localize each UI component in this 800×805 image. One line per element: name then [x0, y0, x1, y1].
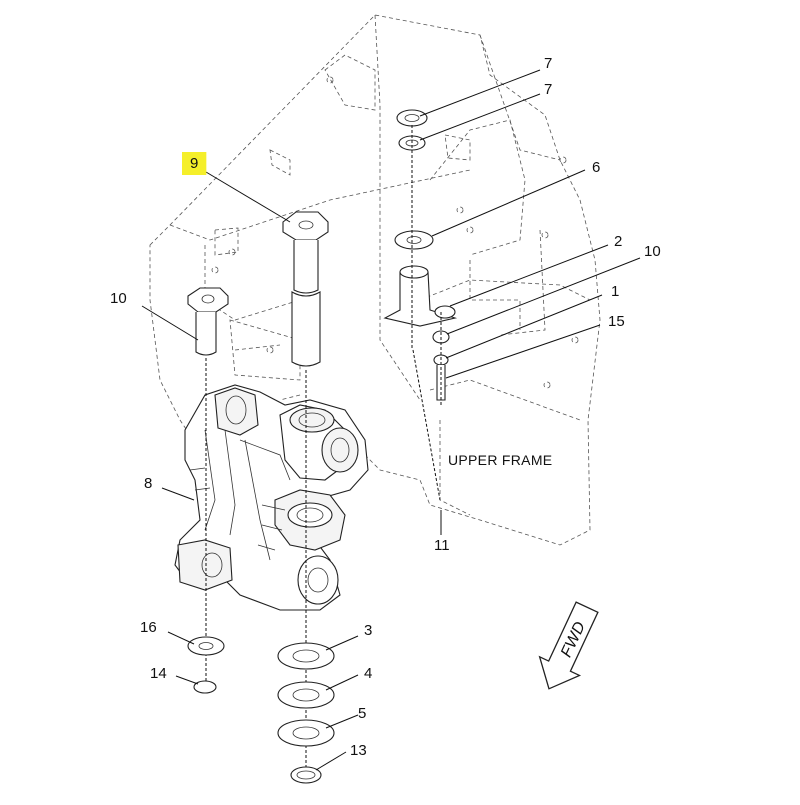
callout-highlight	[182, 152, 207, 175]
callout-12: 11	[434, 537, 450, 554]
callout-10: 10	[110, 290, 127, 307]
callout-labels: 7 7 6 2 10 1 15 9 10 8 11 16 14 3 4 5 13	[110, 55, 661, 759]
right-pin-stack	[383, 109, 458, 501]
callout-1: 1	[611, 283, 619, 300]
forward-direction-arrow: FWD	[538, 601, 599, 690]
pin-10	[187, 287, 229, 690]
callout-4: 4	[364, 665, 372, 682]
callout-5: 5	[358, 705, 366, 722]
pin-9	[282, 211, 329, 780]
callout-9: 9	[190, 155, 198, 172]
swing-bracket	[174, 384, 369, 611]
callout-6: 6	[592, 159, 600, 176]
callout-11: 10	[644, 243, 661, 260]
callout-14: 14	[150, 665, 167, 682]
upper-frame-label: UPPER FRAME	[448, 452, 552, 468]
callout-2: 2	[614, 233, 622, 250]
callout-highlight-layer	[182, 152, 207, 175]
callout-13: 13	[350, 742, 367, 759]
callout-15: 15	[608, 313, 625, 330]
leader-lines	[141, 69, 641, 771]
lower-washers	[187, 636, 335, 784]
callout-7-lower: 7	[544, 81, 552, 98]
callout-8: 8	[144, 475, 152, 492]
callout-16: 16	[140, 619, 157, 636]
callout-7-upper: 7	[544, 55, 552, 72]
callout-3: 3	[364, 622, 372, 639]
